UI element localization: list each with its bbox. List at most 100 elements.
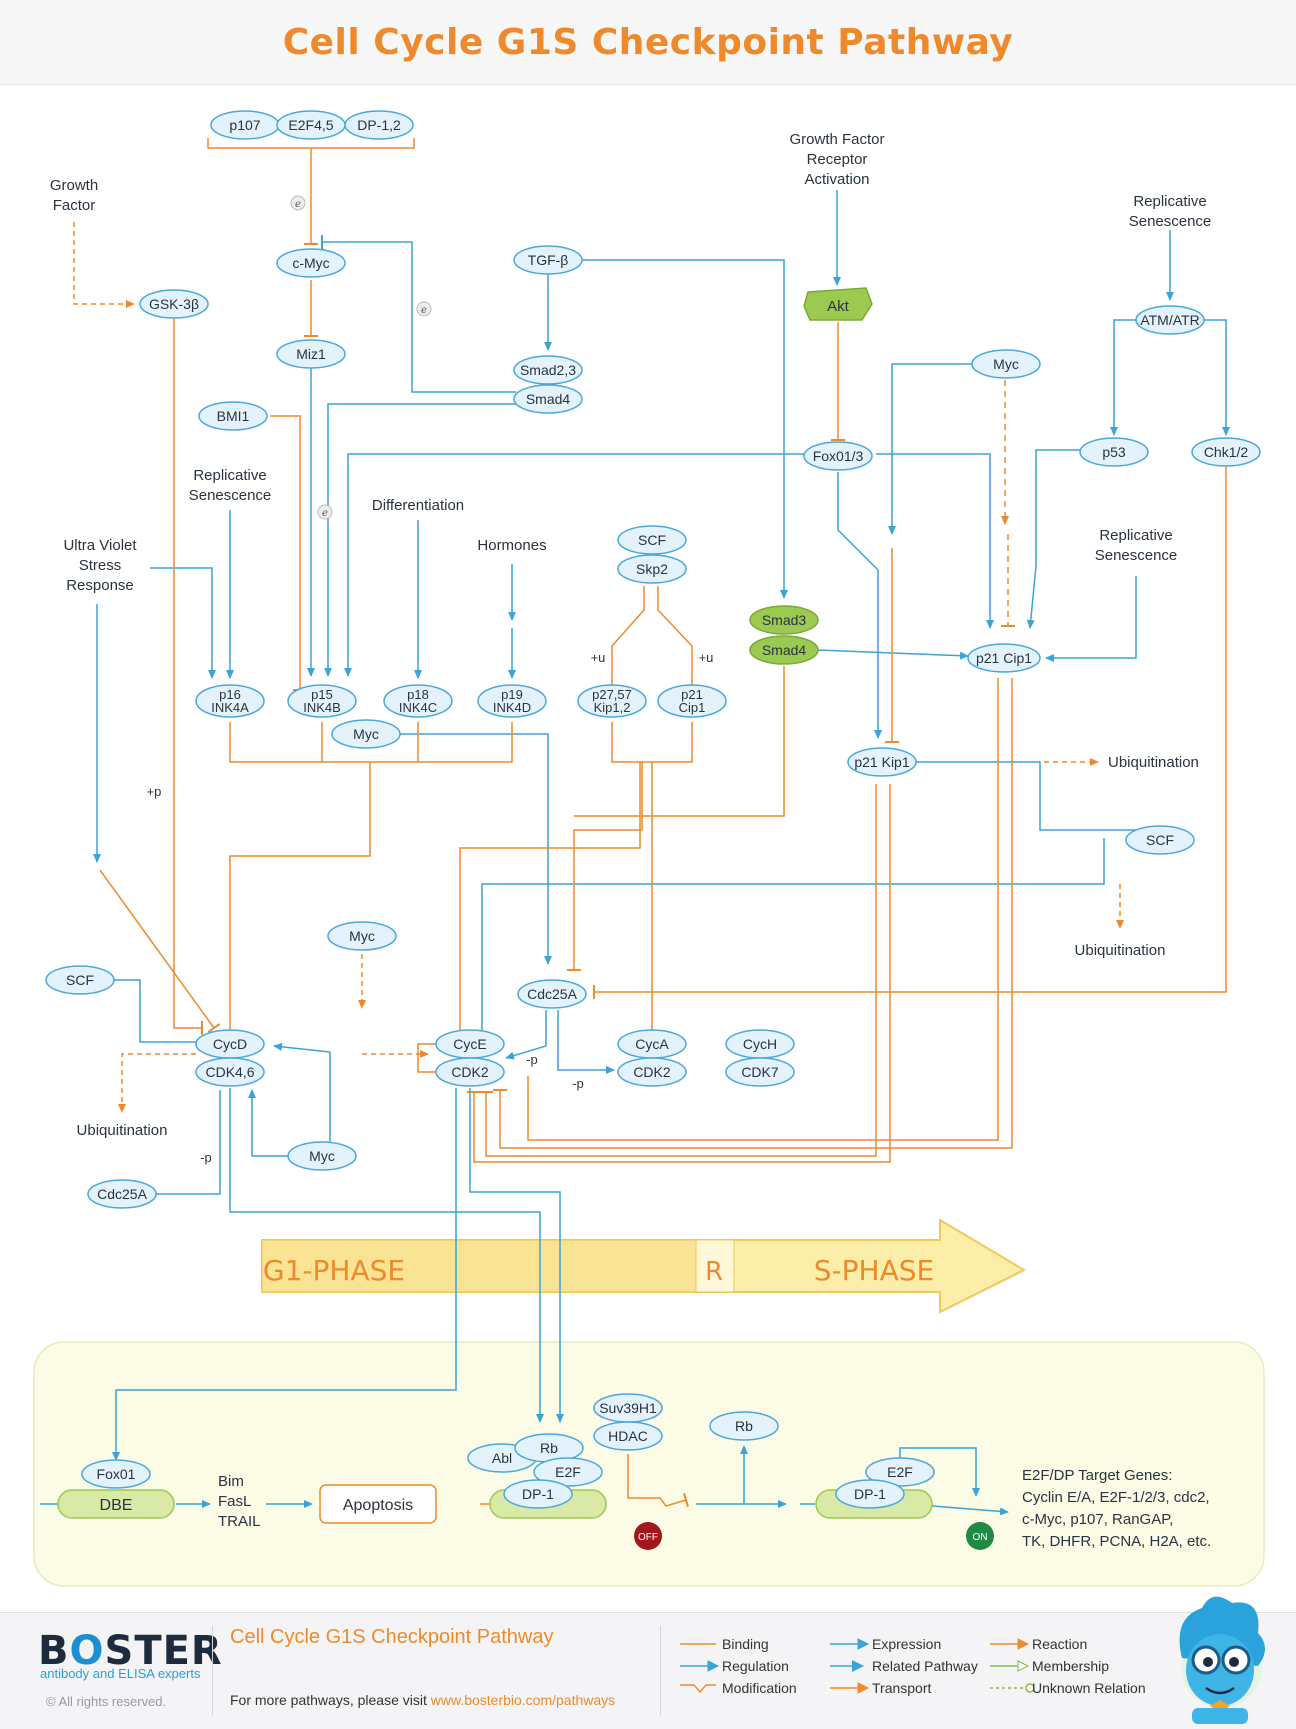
- node-cdc25a-left[interactable]: Cdc25A: [87, 1179, 157, 1209]
- off-badge: [634, 1522, 662, 1550]
- footer-divider-2: [660, 1626, 661, 1716]
- node-smad4-top[interactable]: Smad4: [513, 384, 583, 414]
- node-smad3-g[interactable]: Smad3: [749, 605, 819, 635]
- node-p21cip1-r[interactable]: p21 Cip1: [967, 643, 1041, 673]
- boster-logo[interactable]: BOSTER: [38, 1628, 223, 1674]
- label-trail: TRAIL: [218, 1513, 261, 1530]
- svg-text:Modification: Modification: [722, 1680, 797, 1696]
- svg-text:Miz1: Miz1: [296, 346, 326, 362]
- svg-text:Rb: Rb: [540, 1440, 558, 1456]
- node-cyca[interactable]: CycA: [617, 1029, 687, 1059]
- node-dp1[interactable]: DP-1: [503, 1479, 573, 1509]
- node-scf-mid[interactable]: SCF: [617, 525, 687, 555]
- label-uv-3: Response: [66, 577, 134, 594]
- node-chk12[interactable]: Chk1/2: [1191, 437, 1261, 467]
- node-bmi1[interactable]: BMI1: [198, 401, 268, 431]
- node-p53[interactable]: p53: [1079, 437, 1149, 467]
- svg-text:Myc: Myc: [993, 356, 1019, 372]
- label-bim: Bim: [218, 1473, 244, 1490]
- node-myc-mid[interactable]: Myc: [327, 921, 397, 951]
- label-rs-mid-1: Replicative: [1099, 527, 1172, 544]
- node-fox01[interactable]: Fox01: [81, 1459, 151, 1489]
- node-myc-ink[interactable]: Myc: [331, 719, 401, 749]
- node-dp12[interactable]: DP-1,2: [344, 110, 414, 140]
- node-e2f45[interactable]: E2F4,5: [276, 110, 346, 140]
- node-cdk2[interactable]: CDK2: [435, 1057, 505, 1087]
- svg-text:p21 Cip1: p21 Cip1: [976, 650, 1032, 666]
- svg-text:p15: p15: [311, 687, 333, 702]
- label-apoptosis: Apoptosis: [343, 1497, 413, 1514]
- node-p107[interactable]: p107: [210, 110, 280, 140]
- node-cdk46[interactable]: CDK4,6: [195, 1057, 265, 1087]
- pathways-link[interactable]: www.bosterbio.com/pathways: [430, 1692, 616, 1708]
- svg-text:Smad4: Smad4: [762, 642, 807, 658]
- node-cmyc[interactable]: c-Myc: [276, 248, 346, 278]
- svg-text:Cdc25A: Cdc25A: [97, 1186, 147, 1202]
- title-band: [0, 0, 1296, 85]
- node-smad4-g[interactable]: Smad4: [749, 635, 819, 665]
- svg-text:Related Pathway: Related Pathway: [872, 1658, 978, 1674]
- svg-text:Chk1/2: Chk1/2: [1204, 444, 1249, 460]
- node-fox013[interactable]: Fox01/3: [803, 441, 873, 471]
- node-p21kip1[interactable]: p21 Kip1: [847, 747, 917, 777]
- label-hormones: Hormones: [477, 537, 546, 554]
- svg-text:p18: p18: [407, 687, 429, 702]
- node-cdk7[interactable]: CDK7: [725, 1057, 795, 1087]
- node-scf-left[interactable]: SCF: [45, 965, 115, 995]
- node-gsk3b[interactable]: GSK-3β: [139, 289, 209, 319]
- svg-text:Myc: Myc: [353, 726, 379, 742]
- node-hdac[interactable]: HDAC: [593, 1421, 663, 1451]
- svg-text:SCF: SCF: [66, 972, 94, 988]
- node-cdc25a-mid[interactable]: Cdc25A: [517, 979, 587, 1009]
- svg-text:CycA: CycA: [635, 1036, 669, 1052]
- legend-regulation: Regulation: [680, 1658, 789, 1674]
- node-e2f-r[interactable]: E2F: [865, 1457, 935, 1487]
- node-dp1-r[interactable]: DP-1: [835, 1479, 905, 1509]
- node-atmatr[interactable]: ATM/ATR: [1135, 305, 1205, 335]
- svg-text:Smad3: Smad3: [762, 612, 807, 628]
- svg-text:Rb: Rb: [735, 1418, 753, 1434]
- label-on: ON: [973, 1532, 988, 1543]
- node-cych[interactable]: CycH: [725, 1029, 795, 1059]
- svg-text:Binding: Binding: [722, 1636, 769, 1652]
- node-dbe[interactable]: DBE: [100, 1497, 133, 1514]
- node-cyce[interactable]: CycE: [435, 1029, 505, 1059]
- node-skp2[interactable]: Skp2: [617, 554, 687, 584]
- node-suv39h1[interactable]: Suv39H1: [593, 1393, 663, 1423]
- svg-text:Myc: Myc: [349, 928, 375, 944]
- svg-text:DP-1,2: DP-1,2: [357, 117, 401, 133]
- phase-arrow: [261, 1218, 1027, 1314]
- svg-text:Abl: Abl: [492, 1450, 512, 1466]
- node-rb-right[interactable]: Rb: [709, 1411, 779, 1441]
- svg-text:CycH: CycH: [743, 1036, 777, 1052]
- svg-text:p21 Kip1: p21 Kip1: [854, 754, 909, 770]
- node-smad23[interactable]: Smad2,3: [513, 355, 583, 385]
- node-miz1[interactable]: Miz1: [276, 339, 346, 369]
- node-scf-right[interactable]: SCF: [1125, 825, 1195, 855]
- label-growth-factor-2: Factor: [53, 197, 96, 214]
- footer: [0, 1612, 1296, 1729]
- svg-text:CDK2: CDK2: [633, 1064, 671, 1080]
- svg-text:Membership: Membership: [1032, 1658, 1109, 1674]
- node-akt[interactable]: Akt: [803, 287, 873, 321]
- node-tgfb[interactable]: TGF-β: [513, 245, 583, 275]
- node-rb[interactable]: Rb: [514, 1433, 584, 1463]
- svg-text:Cdc25A: Cdc25A: [527, 986, 577, 1002]
- node-myc-right[interactable]: Myc: [971, 349, 1041, 379]
- svg-text:Skp2: Skp2: [636, 561, 668, 577]
- node-e2f[interactable]: E2F: [533, 1457, 603, 1487]
- node-myc-low[interactable]: Myc: [287, 1141, 357, 1171]
- node-cdk2b[interactable]: CDK2: [617, 1057, 687, 1087]
- svg-text:Akt: Akt: [827, 298, 850, 315]
- node-cycd[interactable]: CycD: [195, 1029, 265, 1059]
- svg-text:Fox01/3: Fox01/3: [813, 448, 864, 464]
- label-gfra-1: Growth Factor: [789, 131, 884, 148]
- legend-membership: Membership: [990, 1658, 1109, 1674]
